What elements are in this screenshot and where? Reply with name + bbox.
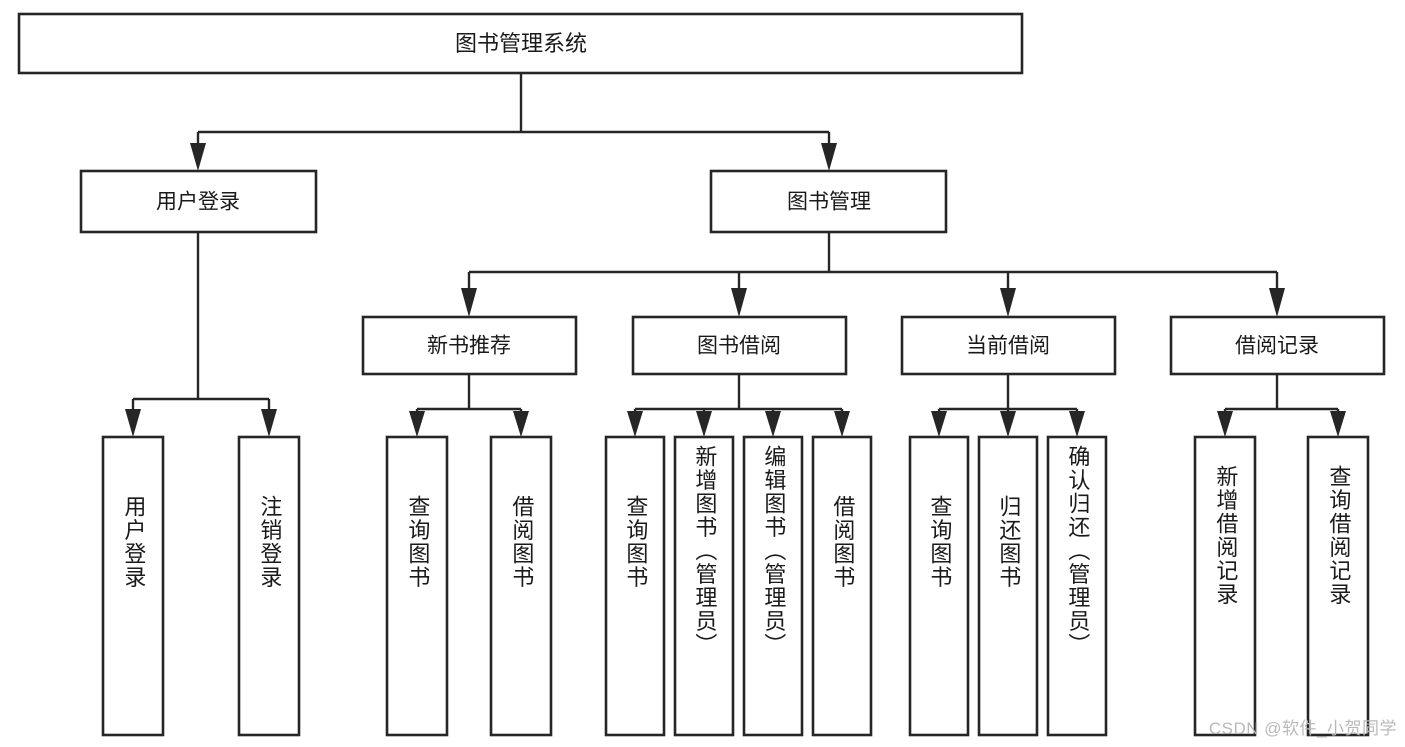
node-user-login-box[interactable] bbox=[79, 169, 318, 234]
arrow-leaf-add-record bbox=[1217, 411, 1233, 437]
csdn-watermark: CSDN @软件_小贺同学 bbox=[1208, 719, 1397, 738]
node-new-book-box[interactable] bbox=[361, 315, 578, 376]
node-new-book-label: 新书推荐 bbox=[427, 335, 511, 358]
node-book-manage-box[interactable] bbox=[709, 169, 948, 234]
leaf-borrow-book-b-box[interactable] bbox=[811, 435, 873, 737]
connector-layer bbox=[125, 73, 1346, 437]
leaf-return-book-box[interactable] bbox=[977, 435, 1039, 737]
arrow-leaf-return-book bbox=[1000, 411, 1016, 437]
arrow-leaf-query-book-c bbox=[931, 411, 947, 437]
arrow-leaf-query-book-a bbox=[409, 411, 425, 437]
arrow-leaf-borrow-book-b bbox=[834, 411, 850, 437]
node-user-login-label: 用户登录 bbox=[156, 191, 240, 214]
arrow-leaf-confirm-return bbox=[1069, 411, 1085, 437]
node-book-borrow-label: 图书借阅 bbox=[697, 335, 781, 358]
arrow-leaf-add-book bbox=[696, 411, 712, 437]
arrow-leaf-query-book-b bbox=[627, 411, 643, 437]
node-current-borrow-label: 当前借阅 bbox=[966, 335, 1050, 358]
leaf-query-record-box[interactable] bbox=[1306, 435, 1370, 737]
leaf-add-book-box[interactable] bbox=[673, 435, 735, 737]
node-root-box[interactable] bbox=[17, 12, 1024, 75]
leaf-query-book-b-box[interactable] bbox=[604, 435, 666, 737]
arrow-to-book-manage bbox=[821, 143, 837, 171]
leaf-query-book-c-box[interactable] bbox=[908, 435, 970, 737]
node-borrow-record-label: 借阅记录 bbox=[1235, 335, 1319, 358]
leaf-add-record-box[interactable] bbox=[1193, 435, 1257, 737]
node-root-label: 图书管理系统 bbox=[455, 31, 587, 56]
arrow-leaf-edit-book bbox=[765, 411, 781, 437]
arrow-leaf-user-login bbox=[125, 409, 141, 437]
node-current-borrow-box[interactable] bbox=[900, 315, 1117, 376]
arrow-to-current-borrow bbox=[1000, 288, 1016, 317]
node-book-manage-label: 图书管理 bbox=[787, 191, 871, 214]
node-borrow-record-box[interactable] bbox=[1169, 315, 1386, 376]
leaf-borrow-book-a-box[interactable] bbox=[489, 435, 553, 737]
arrow-to-book-borrow bbox=[731, 288, 747, 317]
arrow-leaf-query-record bbox=[1330, 411, 1346, 437]
node-layer: 图书管理系统 用户登录 图书管理 新书推荐 图书借阅 当前借阅 借阅记录 bbox=[17, 12, 1386, 737]
arrow-leaf-logout bbox=[261, 409, 277, 437]
leaf-edit-book-box[interactable] bbox=[742, 435, 804, 737]
leaf-logout-box[interactable] bbox=[237, 435, 301, 737]
node-book-borrow-box[interactable] bbox=[631, 315, 848, 376]
arrow-to-user-login bbox=[190, 143, 206, 171]
leaf-user-login-box[interactable] bbox=[101, 435, 165, 737]
arrow-to-new-book bbox=[461, 288, 477, 317]
leaf-query-book-a-box[interactable] bbox=[385, 435, 449, 737]
arrow-to-borrow-record bbox=[1269, 288, 1285, 317]
arrow-leaf-borrow-book-a bbox=[513, 411, 529, 437]
leaf-confirm-return-box[interactable] bbox=[1046, 435, 1108, 737]
